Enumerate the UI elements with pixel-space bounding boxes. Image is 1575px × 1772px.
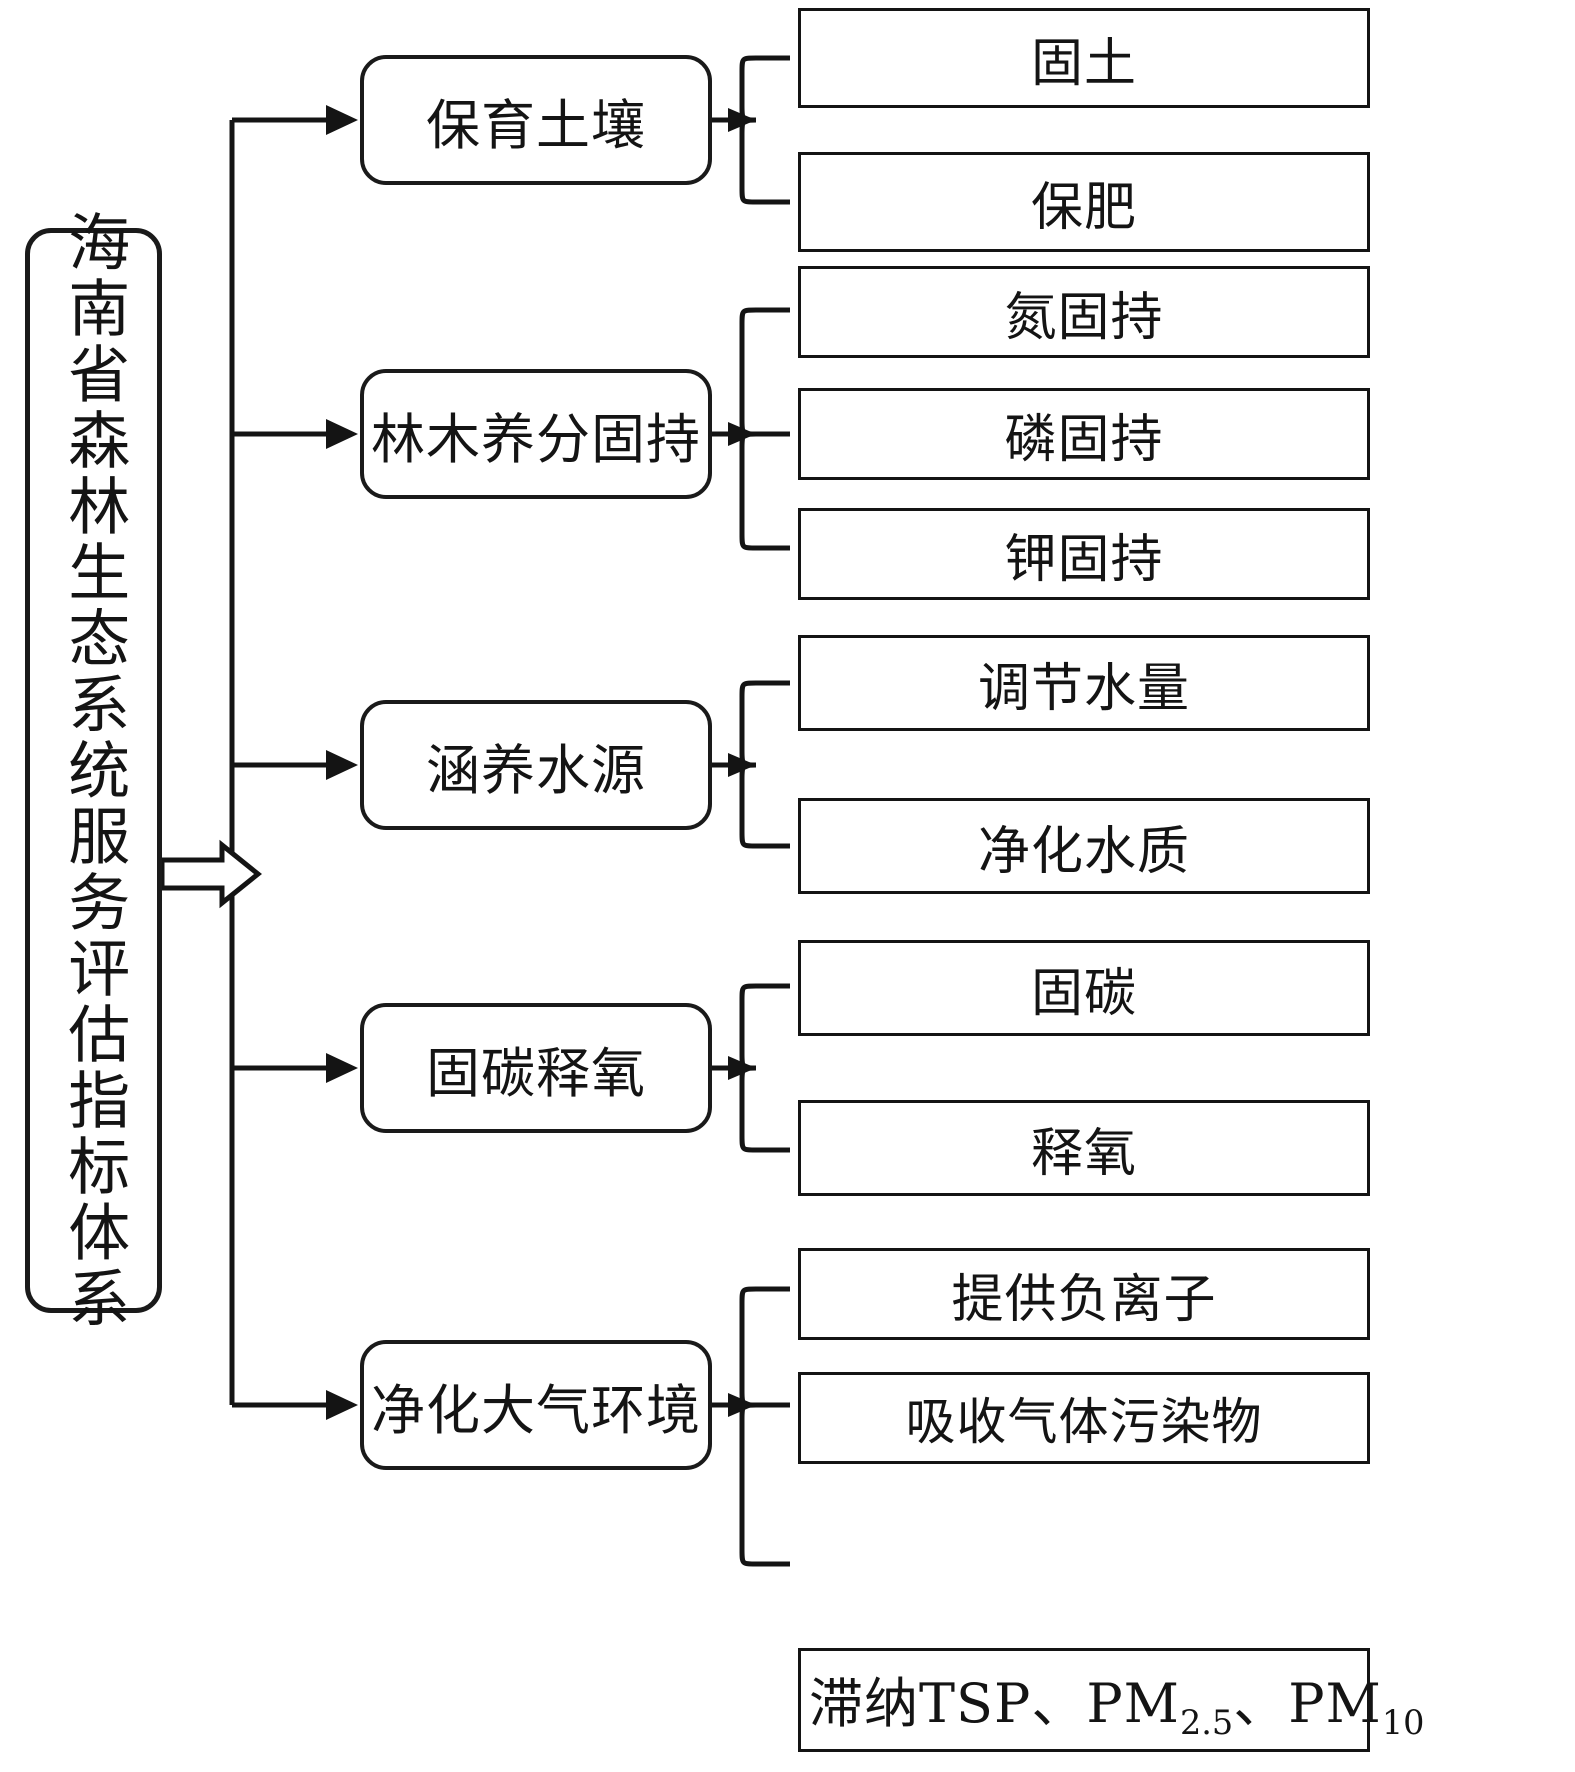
pm-prefix: 滞纳TSP、PM <box>809 1671 1180 1735</box>
leaf-node-4-1[interactable]: 固碳 <box>798 940 1370 1036</box>
leaf-node-1-2[interactable]: 保肥 <box>798 152 1370 252</box>
category-node-5[interactable]: 净化大气环境 <box>360 1340 712 1470</box>
leaf-node-2-2[interactable]: 磷固持 <box>798 388 1370 480</box>
arrowhead-4 <box>326 1053 358 1083</box>
hollow-right-arrow-icon <box>159 839 262 909</box>
leaf-node-5-1[interactable]: 提供负离子 <box>798 1248 1370 1340</box>
leaf-node-5-3[interactable]: 滞纳TSP、PM2.5、PM10 <box>798 1648 1424 1752</box>
pm-mid: 、PM <box>1233 1671 1382 1735</box>
leaf-node-3-2[interactable]: 净化水质 <box>798 798 1370 894</box>
brace-3 <box>739 680 790 849</box>
arrowhead-3 <box>326 750 358 780</box>
arrowhead-5 <box>326 1390 358 1420</box>
leaf-node-2-3-label: 钾固持 <box>1004 529 1164 590</box>
leaf-node-4-1-label: 固碳 <box>1030 963 1137 1024</box>
leaf-node-4-2-label: 释氧 <box>1030 1123 1137 1184</box>
category-node-4-label: 固碳释氧 <box>426 1041 646 1105</box>
leaf-node-2-1[interactable]: 氮固持 <box>798 266 1370 358</box>
leaf-node-1-1[interactable]: 固土 <box>798 8 1370 108</box>
category-node-2[interactable]: 林木养分固持 <box>360 369 712 499</box>
leaf-node-1-2-label: 保肥 <box>1030 177 1137 238</box>
leaf-node-5-2[interactable]: 吸收气体污染物 <box>798 1372 1370 1464</box>
root-node-label: 海南省森林生态系统服务评估指标体系 <box>57 209 131 1332</box>
brace-2 <box>739 307 790 551</box>
root-node[interactable]: 海南省森林生态系统服务评估指标体系 <box>25 210 162 1332</box>
leaf-node-3-1[interactable]: 调节水量 <box>798 635 1370 731</box>
leaf-node-2-2-label: 磷固持 <box>1004 409 1164 470</box>
category-node-2-label: 林木养分固持 <box>371 407 701 471</box>
category-node-5-label: 净化大气环境 <box>371 1378 701 1442</box>
category-node-4[interactable]: 固碳释氧 <box>360 1003 712 1133</box>
leaf-node-4-2[interactable]: 释氧 <box>798 1100 1370 1196</box>
pm-sub-10: 10 <box>1381 1702 1425 1742</box>
arrowhead-2 <box>326 419 358 449</box>
leaf-node-3-2-label: 净化水质 <box>977 821 1190 882</box>
leaf-node-5-3-label: 滞纳TSP、PM2.5、PM10 <box>809 1659 1424 1742</box>
pm-sub-2p5: 2.5 <box>1179 1702 1234 1742</box>
leaf-node-3-1-label: 调节水量 <box>977 658 1190 719</box>
leaf-node-2-1-label: 氮固持 <box>1004 287 1164 348</box>
category-node-1[interactable]: 保育土壤 <box>360 55 712 185</box>
brace-5 <box>739 1286 790 1567</box>
category-node-3-label: 涵养水源 <box>426 738 646 802</box>
leaf-node-5-2-label: 吸收气体污染物 <box>905 1393 1263 1451</box>
category-node-3[interactable]: 涵养水源 <box>360 700 712 830</box>
category-node-1-label: 保育土壤 <box>426 93 646 157</box>
leaf-node-1-1-label: 固土 <box>1030 33 1137 94</box>
leaf-node-2-3[interactable]: 钾固持 <box>798 508 1370 600</box>
brace-4 <box>739 983 790 1153</box>
leaf-node-5-1-label: 提供负离子 <box>951 1269 1217 1330</box>
arrowhead-1 <box>326 105 358 135</box>
brace-1 <box>739 55 790 205</box>
